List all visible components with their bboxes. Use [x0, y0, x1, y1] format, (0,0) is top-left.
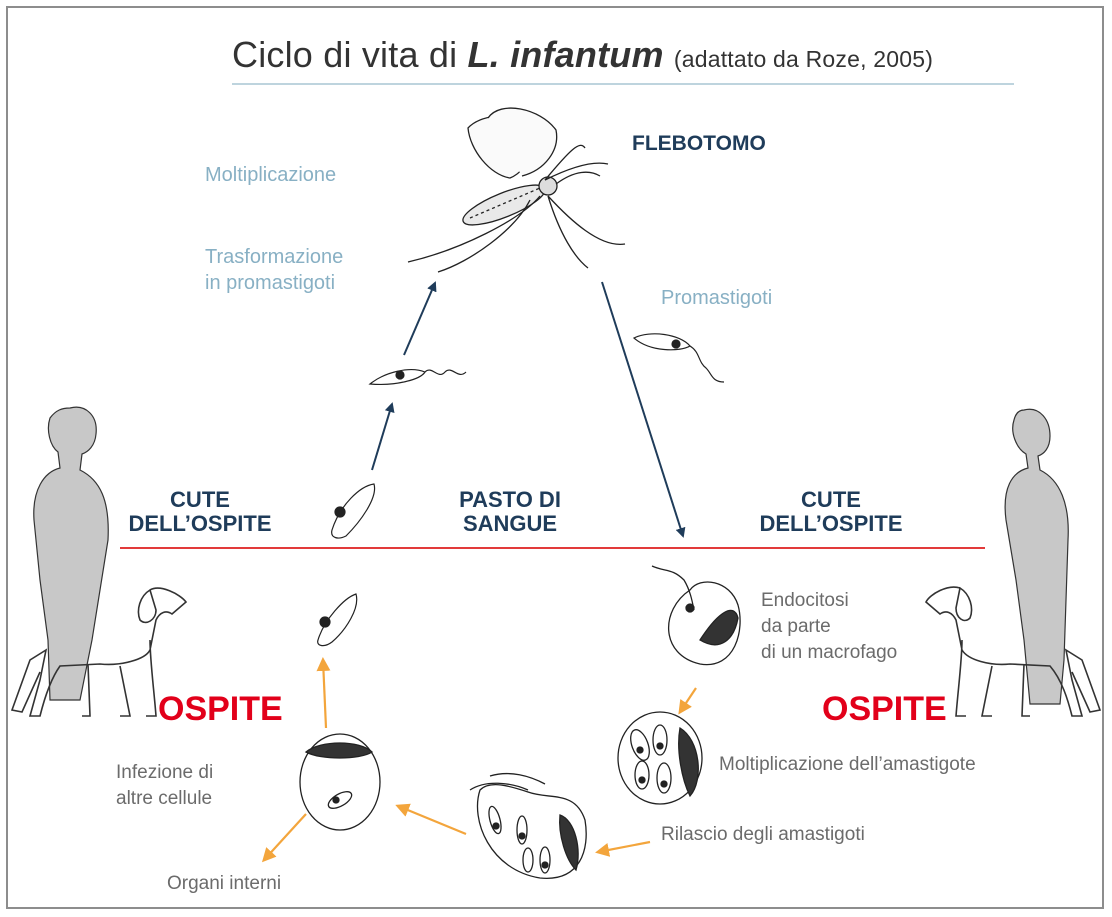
arrow-to-promastigote: [371, 402, 395, 471]
sand-fly-icon: [407, 107, 626, 273]
amastigote-icon: [331, 483, 376, 539]
macrophage-icon: [469, 772, 587, 879]
title-species: L. infantum: [467, 34, 664, 75]
amastigote-icon: [317, 593, 358, 647]
label-ospite-right: OSPITE: [822, 690, 947, 728]
label-trasformazione: Trasformazione in promastigoti: [205, 246, 344, 294]
arrow-endocytosis-to-multiplication: [678, 687, 697, 715]
label-pasto-di-sangue: PASTO DI SANGUE: [459, 487, 561, 536]
diagram-frame: [6, 6, 1104, 909]
human-silhouette-icon: [33, 406, 109, 701]
label-endocitosi: Endocitosi da parte di un macrofago: [761, 590, 898, 663]
label-cute-left: CUTE DELL’OSPITE: [128, 487, 272, 536]
label-cute-right: CUTE DELL’OSPITE: [759, 487, 903, 536]
arrow-to-infected-cell: [395, 803, 467, 836]
arrow-sandfly-to-skin: [601, 281, 686, 538]
label-rilascio: Rilascio degli amastigoti: [661, 824, 865, 845]
diagram-title: Ciclo di vita di L. infantum (adattato d…: [232, 34, 933, 76]
human-silhouette-icon: [1004, 408, 1069, 705]
arrow-to-skin-amastigote: [316, 657, 331, 729]
macrophage-icon: [651, 565, 741, 666]
label-organi-interni: Organi interni: [167, 873, 282, 894]
label-moltiplicazione: Moltiplicazione: [205, 164, 337, 186]
label-promastigoti: Promastigoti: [661, 287, 773, 309]
label-moltiplicazione-amastigote: Moltiplicazione dell’amastigote: [719, 754, 976, 775]
promastigote-icon: [632, 333, 725, 383]
label-infezione: Infezione di altre cellule: [116, 762, 214, 809]
label-ospite-left: OSPITE: [158, 690, 283, 728]
macrophage-icon: [299, 733, 381, 831]
dog-silhouette-icon: [925, 586, 1102, 717]
title-source: (adattato da Roze, 2005): [673, 46, 934, 72]
label-flebotomo: FLEBOTOMO: [632, 132, 766, 155]
dog-silhouette-icon: [10, 587, 188, 717]
macrophage-icon: [617, 711, 703, 805]
arrow-to-organs: [261, 813, 307, 863]
arrow-to-sandfly: [403, 281, 437, 356]
arrow-release: [595, 840, 651, 857]
promastigote-icon: [368, 369, 467, 385]
title-prefix: Ciclo di vita di: [232, 34, 468, 75]
